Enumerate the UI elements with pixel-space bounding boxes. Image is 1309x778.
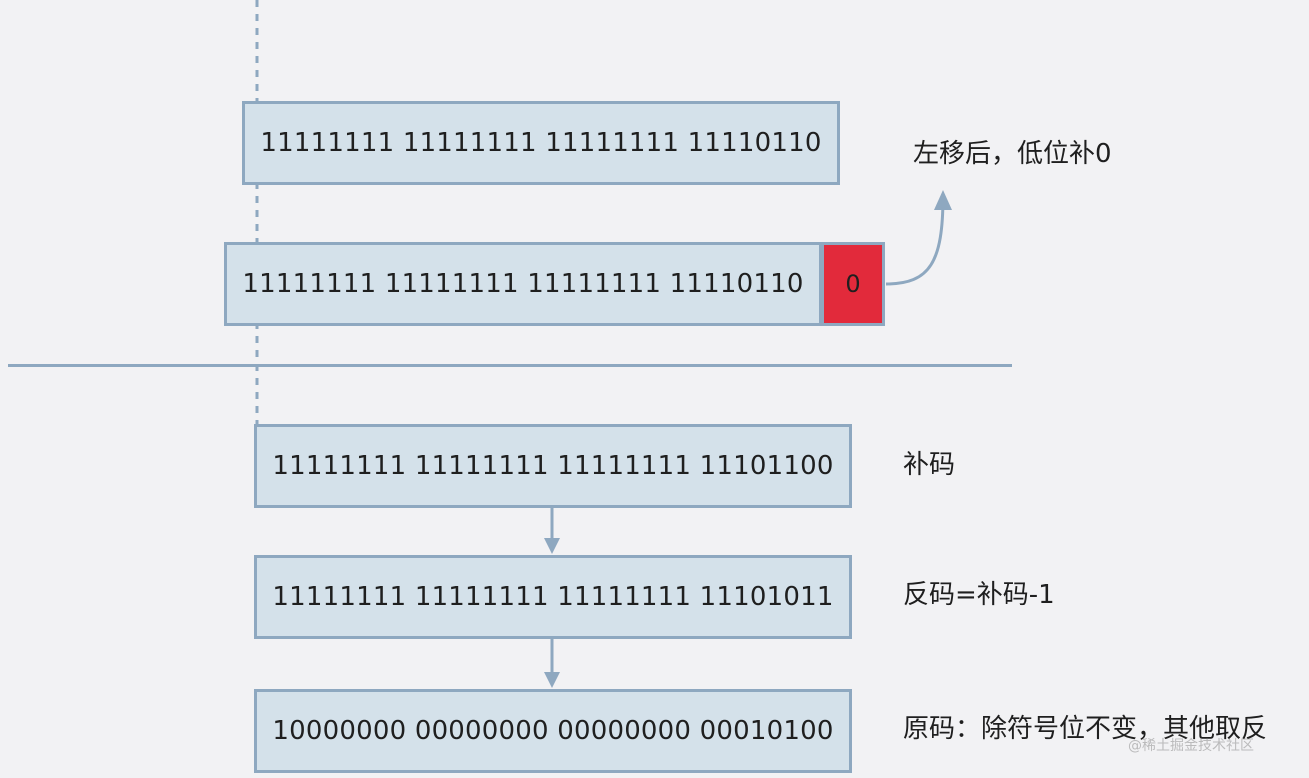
binary-box-sign-magnitude: 10000000 00000000 00000000 00010100 — [254, 689, 852, 773]
sign-magnitude-label: 原码：除符号位不变，其他取反 — [903, 714, 1268, 744]
appended-zero-bit: 0 — [821, 242, 885, 326]
binary-box-twos-complement: 11111111 11111111 11111111 11101100 — [254, 424, 852, 508]
section-divider — [8, 364, 1012, 367]
twos-complement-label: 补码 — [903, 450, 956, 480]
shift-annotation-label: 左移后，低位补0 — [913, 139, 1112, 169]
shift-annotation-arrow — [885, 195, 945, 286]
arrowhead-complement-to-ones — [544, 538, 560, 554]
watermark-text: @稀土掘金技术社区 — [1128, 738, 1254, 754]
binary-box-ones-complement: 11111111 11111111 11111111 11101011 — [254, 555, 852, 639]
binary-box-shifted-value: 11111111 11111111 11111111 11110110 — [224, 242, 822, 326]
ones-complement-label: 反码=补码-1 — [903, 580, 1055, 610]
arrowhead-ones-to-original — [544, 672, 560, 688]
binary-box-original-value: 11111111 11111111 11111111 11110110 — [242, 101, 840, 185]
shift-annotation-arrowhead — [934, 190, 952, 210]
